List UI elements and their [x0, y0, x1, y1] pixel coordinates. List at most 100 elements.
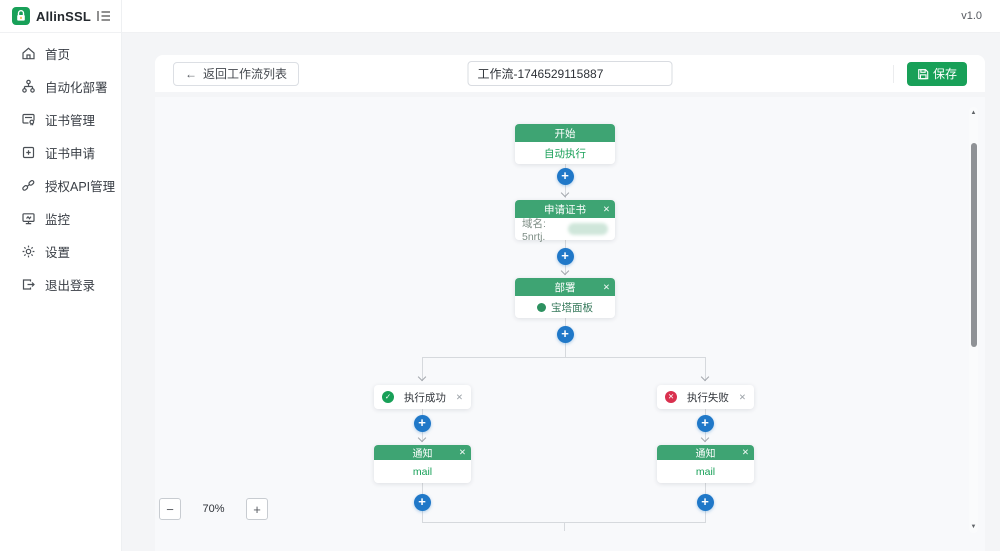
sidebar-item-api-auth[interactable]: 授权API管理 — [0, 169, 121, 202]
close-icon[interactable]: ✕ — [741, 447, 749, 457]
close-icon[interactable]: ✕ — [602, 203, 610, 214]
arrow-down-icon — [560, 188, 569, 198]
node-apply-certificate[interactable]: 申请证书 ✕ 域名: 5nrtj. — [515, 200, 615, 243]
add-node-button[interactable]: + — [556, 167, 574, 185]
zoom-in-button[interactable]: + — [246, 498, 268, 520]
vertical-scrollbar[interactable]: ▲ ▼ — [969, 107, 978, 533]
node-notify-header: 通知 ✕ — [657, 445, 754, 460]
node-start-body: 自动执行 — [544, 147, 586, 160]
scroll-up-icon[interactable]: ▲ — [970, 110, 977, 116]
sidebar-item-label: 证书申请 — [45, 147, 96, 161]
gear-icon — [22, 245, 35, 258]
back-to-workflow-list-button[interactable]: ← 返回工作流列表 — [173, 61, 300, 86]
scrollbar-thumb[interactable] — [970, 143, 977, 347]
node-on-success[interactable]: ✓ 执行成功 ✕ — [374, 385, 471, 409]
sidebar-collapse-icon[interactable] — [97, 10, 111, 22]
node-title: 通知 — [695, 449, 716, 460]
close-icon[interactable]: ✕ — [738, 391, 746, 402]
node-title: 部署 — [554, 281, 576, 294]
logo-row: AllinSSL — [0, 0, 121, 33]
connector-line — [705, 357, 706, 381]
node-start-header: 开始 — [515, 124, 615, 142]
sidebar-item-settings[interactable]: 设置 — [0, 235, 121, 268]
sidebar-item-logout[interactable]: 退出登录 — [0, 268, 121, 301]
arrow-down-icon — [700, 433, 709, 443]
node-notify-header: 通知 ✕ — [374, 445, 471, 460]
sidebar-item-auto-deploy[interactable]: 自动化部署 — [0, 70, 121, 103]
add-node-button[interactable]: + — [413, 493, 431, 511]
node-on-failure[interactable]: ✕ 执行失败 ✕ — [657, 385, 754, 409]
node-start[interactable]: 开始 自动执行 — [515, 124, 615, 164]
close-icon[interactable]: ✕ — [455, 391, 463, 402]
node-notify-body: mail — [695, 465, 716, 478]
deploy-target-label: 宝塔面板 — [551, 301, 593, 314]
node-apply-body: 域名: 5nrtj. — [515, 217, 615, 243]
sidebar-item-monitor[interactable]: 监控 — [0, 202, 121, 235]
node-deploy[interactable]: 部署 ✕ 宝塔面板 — [515, 278, 615, 318]
save-button[interactable]: 保存 — [906, 61, 967, 86]
zoom-controls: − 70% + — [159, 498, 268, 520]
save-button-label: 保存 — [932, 67, 957, 81]
save-icon — [918, 68, 929, 79]
version-label: v1.0 — [961, 10, 982, 22]
workflow-toolbar: ← 返回工作流列表 保存 — [155, 55, 985, 92]
baota-panel-icon — [537, 302, 546, 312]
connector-line — [422, 357, 423, 381]
allinssl-logo-icon — [12, 7, 30, 25]
back-arrow-icon: ← — [185, 66, 197, 81]
square-plus-icon — [22, 146, 35, 159]
node-notify-failure[interactable]: 通知 ✕ mail — [657, 445, 754, 483]
sidebar-item-label: 设置 — [45, 246, 71, 260]
node-notify-success[interactable]: 通知 ✕ mail — [374, 445, 471, 483]
arrow-down-icon — [560, 266, 569, 276]
close-icon[interactable]: ✕ — [602, 281, 610, 292]
add-node-button[interactable]: + — [413, 414, 431, 432]
add-node-button[interactable]: + — [696, 414, 714, 432]
scroll-down-icon[interactable]: ▼ — [970, 524, 977, 530]
node-title: 开始 — [554, 127, 576, 140]
app-title: AllinSSL — [36, 8, 92, 24]
add-node-button[interactable]: + — [696, 493, 714, 511]
sidebar-item-label: 退出登录 — [45, 279, 96, 293]
zoom-out-button[interactable]: − — [159, 498, 181, 520]
connector-line — [564, 522, 565, 531]
branch-label: 执行成功 — [403, 391, 446, 404]
node-title: 申请证书 — [544, 203, 586, 216]
arrow-down-icon — [700, 372, 709, 382]
sidebar-item-label: 监控 — [45, 213, 71, 227]
sidebar: AllinSSL 首页 — [0, 0, 122, 551]
node-deploy-body: 宝塔面板 — [515, 296, 615, 318]
arrow-down-icon — [417, 433, 426, 443]
close-icon[interactable]: ✕ — [458, 447, 466, 457]
node-apply-header: 申请证书 ✕ — [515, 200, 615, 218]
node-notify-body: mail — [412, 465, 433, 478]
topbar: v1.0 — [122, 0, 1000, 33]
sidebar-item-cert-apply[interactable]: 证书申请 — [0, 136, 121, 169]
workflow-title-input[interactable] — [467, 61, 673, 86]
zoom-level-label: 70% — [202, 503, 225, 515]
sidebar-nav: 首页 自动化部署 证书管理 — [0, 33, 121, 301]
workflow-canvas[interactable]: 开始 自动执行 + 申请证书 ✕ 域名: 5nrtj. + — [155, 97, 985, 551]
sidebar-item-home[interactable]: 首页 — [0, 37, 121, 70]
redacted-domain-value — [568, 223, 608, 235]
branch-label: 执行失败 — [686, 391, 729, 404]
sidebar-item-cert-manage[interactable]: 证书管理 — [0, 103, 121, 136]
sidebar-item-label: 证书管理 — [45, 114, 96, 128]
node-title: 通知 — [412, 449, 433, 460]
link-icon — [22, 180, 35, 191]
workflow-icon — [22, 79, 35, 93]
sidebar-item-label: 首页 — [45, 48, 71, 62]
success-check-icon: ✓ — [382, 391, 394, 403]
arrow-down-icon — [417, 372, 426, 382]
back-button-label: 返回工作流列表 — [203, 67, 288, 81]
sidebar-item-label: 自动化部署 — [45, 81, 108, 95]
sidebar-item-label: 授权API管理 — [45, 180, 116, 194]
certificate-icon — [22, 113, 35, 126]
add-node-button[interactable]: + — [556, 325, 574, 343]
domain-label: 域名: 5nrtj. — [522, 217, 546, 243]
toolbar-divider — [892, 64, 894, 83]
node-deploy-header: 部署 ✕ — [515, 278, 615, 296]
failure-cross-icon: ✕ — [665, 391, 677, 403]
branch-split-line — [422, 357, 706, 358]
add-node-button[interactable]: + — [556, 247, 574, 265]
